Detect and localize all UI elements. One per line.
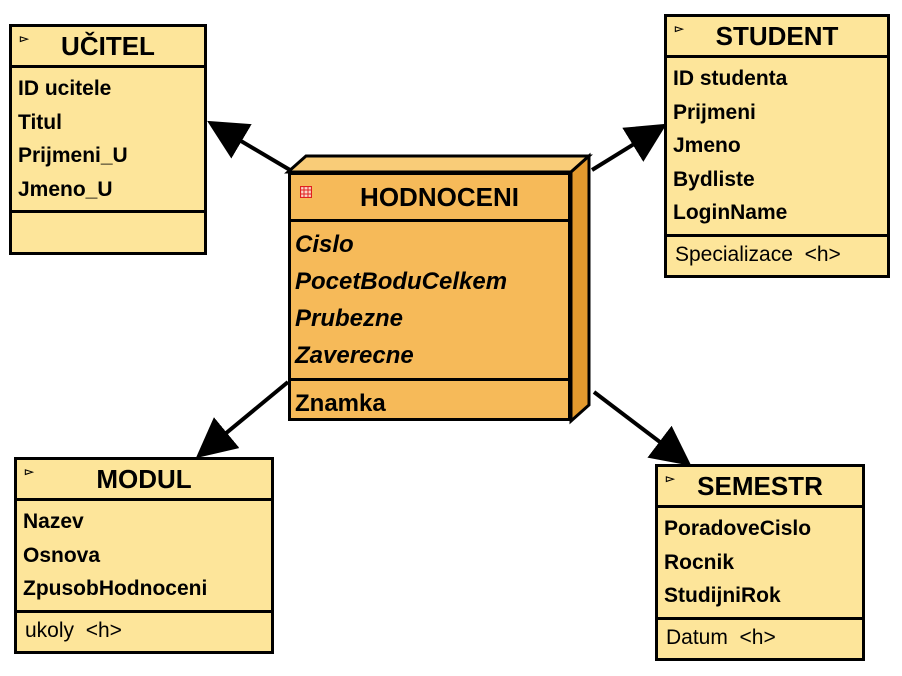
attribute: Titul [18,110,62,134]
attribute-section: ID studenta Prijmeni Jmeno Bydliste Logi… [667,58,887,237]
attribute: Zaverecne [295,342,414,369]
arrow-to-modul [195,380,290,459]
entity-header: ▻ MODUL [17,460,271,501]
operation-section [12,213,204,251]
attribute: StudijniRok [664,584,781,607]
operation: ukoly <h> [25,618,122,642]
entity-semestr[interactable]: ▻ SEMESTR PoradoveCislo Rocnik StudijniR… [655,464,865,661]
entity-header: HODNOCENI [291,175,568,222]
triangle-flag-icon: ▻ [666,473,675,485]
triangle-flag-icon: ▻ [675,23,684,35]
attribute: Osnova [23,543,101,567]
attribute: Cislo [295,231,354,258]
entity-student[interactable]: ▻ STUDENT ID studenta Prijmeni Jmeno Byd… [664,14,890,278]
arrow-to-student [590,123,667,172]
entity-name: HODNOCENI [360,181,519,212]
operation-section: Znamka [291,381,568,426]
entity-header: ▻ UČITEL [12,27,204,68]
operation: Znamka [295,390,386,417]
arrow-to-ucitel [207,120,292,172]
operation-section: Specializace <h> [667,237,887,273]
operation-section: ukoly <h> [17,613,271,649]
operation-section: Datum <h> [658,620,862,656]
attribute-section: PoradoveCislo Rocnik StudijniRok [658,508,862,620]
attribute: Prijmeni_U [18,144,128,167]
entity-modul[interactable]: ▻ MODUL Nazev Osnova ZpusobHodnoceni uko… [14,457,274,654]
arrow-to-semestr [592,390,692,466]
attribute: Prubezne [295,305,404,332]
attribute: ID ucitele [18,77,112,100]
entity-name: STUDENT [715,20,839,51]
entity-header: ▻ SEMESTR [658,467,862,508]
attribute-section: Nazev Osnova ZpusobHodnoceni [17,501,271,613]
attribute-section: Cislo PocetBoduCelkem Prubezne Zaverecne [291,222,568,381]
triangle-flag-icon: ▻ [20,33,29,45]
entity-ucitel[interactable]: ▻ UČITEL ID ucitele Titul Prijmeni_U Jme… [9,24,207,255]
attribute: ID studenta [673,67,788,90]
attribute: Bydliste [673,167,755,191]
attribute: ZpusobHodnoceni [23,577,208,600]
attribute: PoradoveCislo [664,517,812,540]
attribute: Jmeno [673,134,741,157]
triangle-flag-icon: ▻ [25,466,34,478]
association-box-side [569,152,591,425]
attribute: Jmeno_U [18,177,113,201]
attribute: Rocnik [664,550,735,574]
attribute: PocetBoduCelkem [295,268,508,295]
attribute: Prijmeni [673,100,756,124]
entity-header: ▻ STUDENT [667,17,887,58]
entity-name: SEMESTR [697,470,823,501]
attribute-section: ID ucitele Titul Prijmeni_U Jmeno_U [12,68,204,213]
operation: Datum <h> [666,625,776,649]
operation: Specializace <h> [675,242,841,266]
entity-name: UČITEL [61,30,155,61]
association-box-top [284,154,593,174]
entity-hodnoceni[interactable]: HODNOCENI Cislo PocetBoduCelkem Prubezne… [288,172,571,421]
attribute: LoginName [673,201,788,224]
entity-name: MODUL [96,463,192,494]
table-grid-icon [300,186,312,198]
attribute: Nazev [23,510,84,533]
